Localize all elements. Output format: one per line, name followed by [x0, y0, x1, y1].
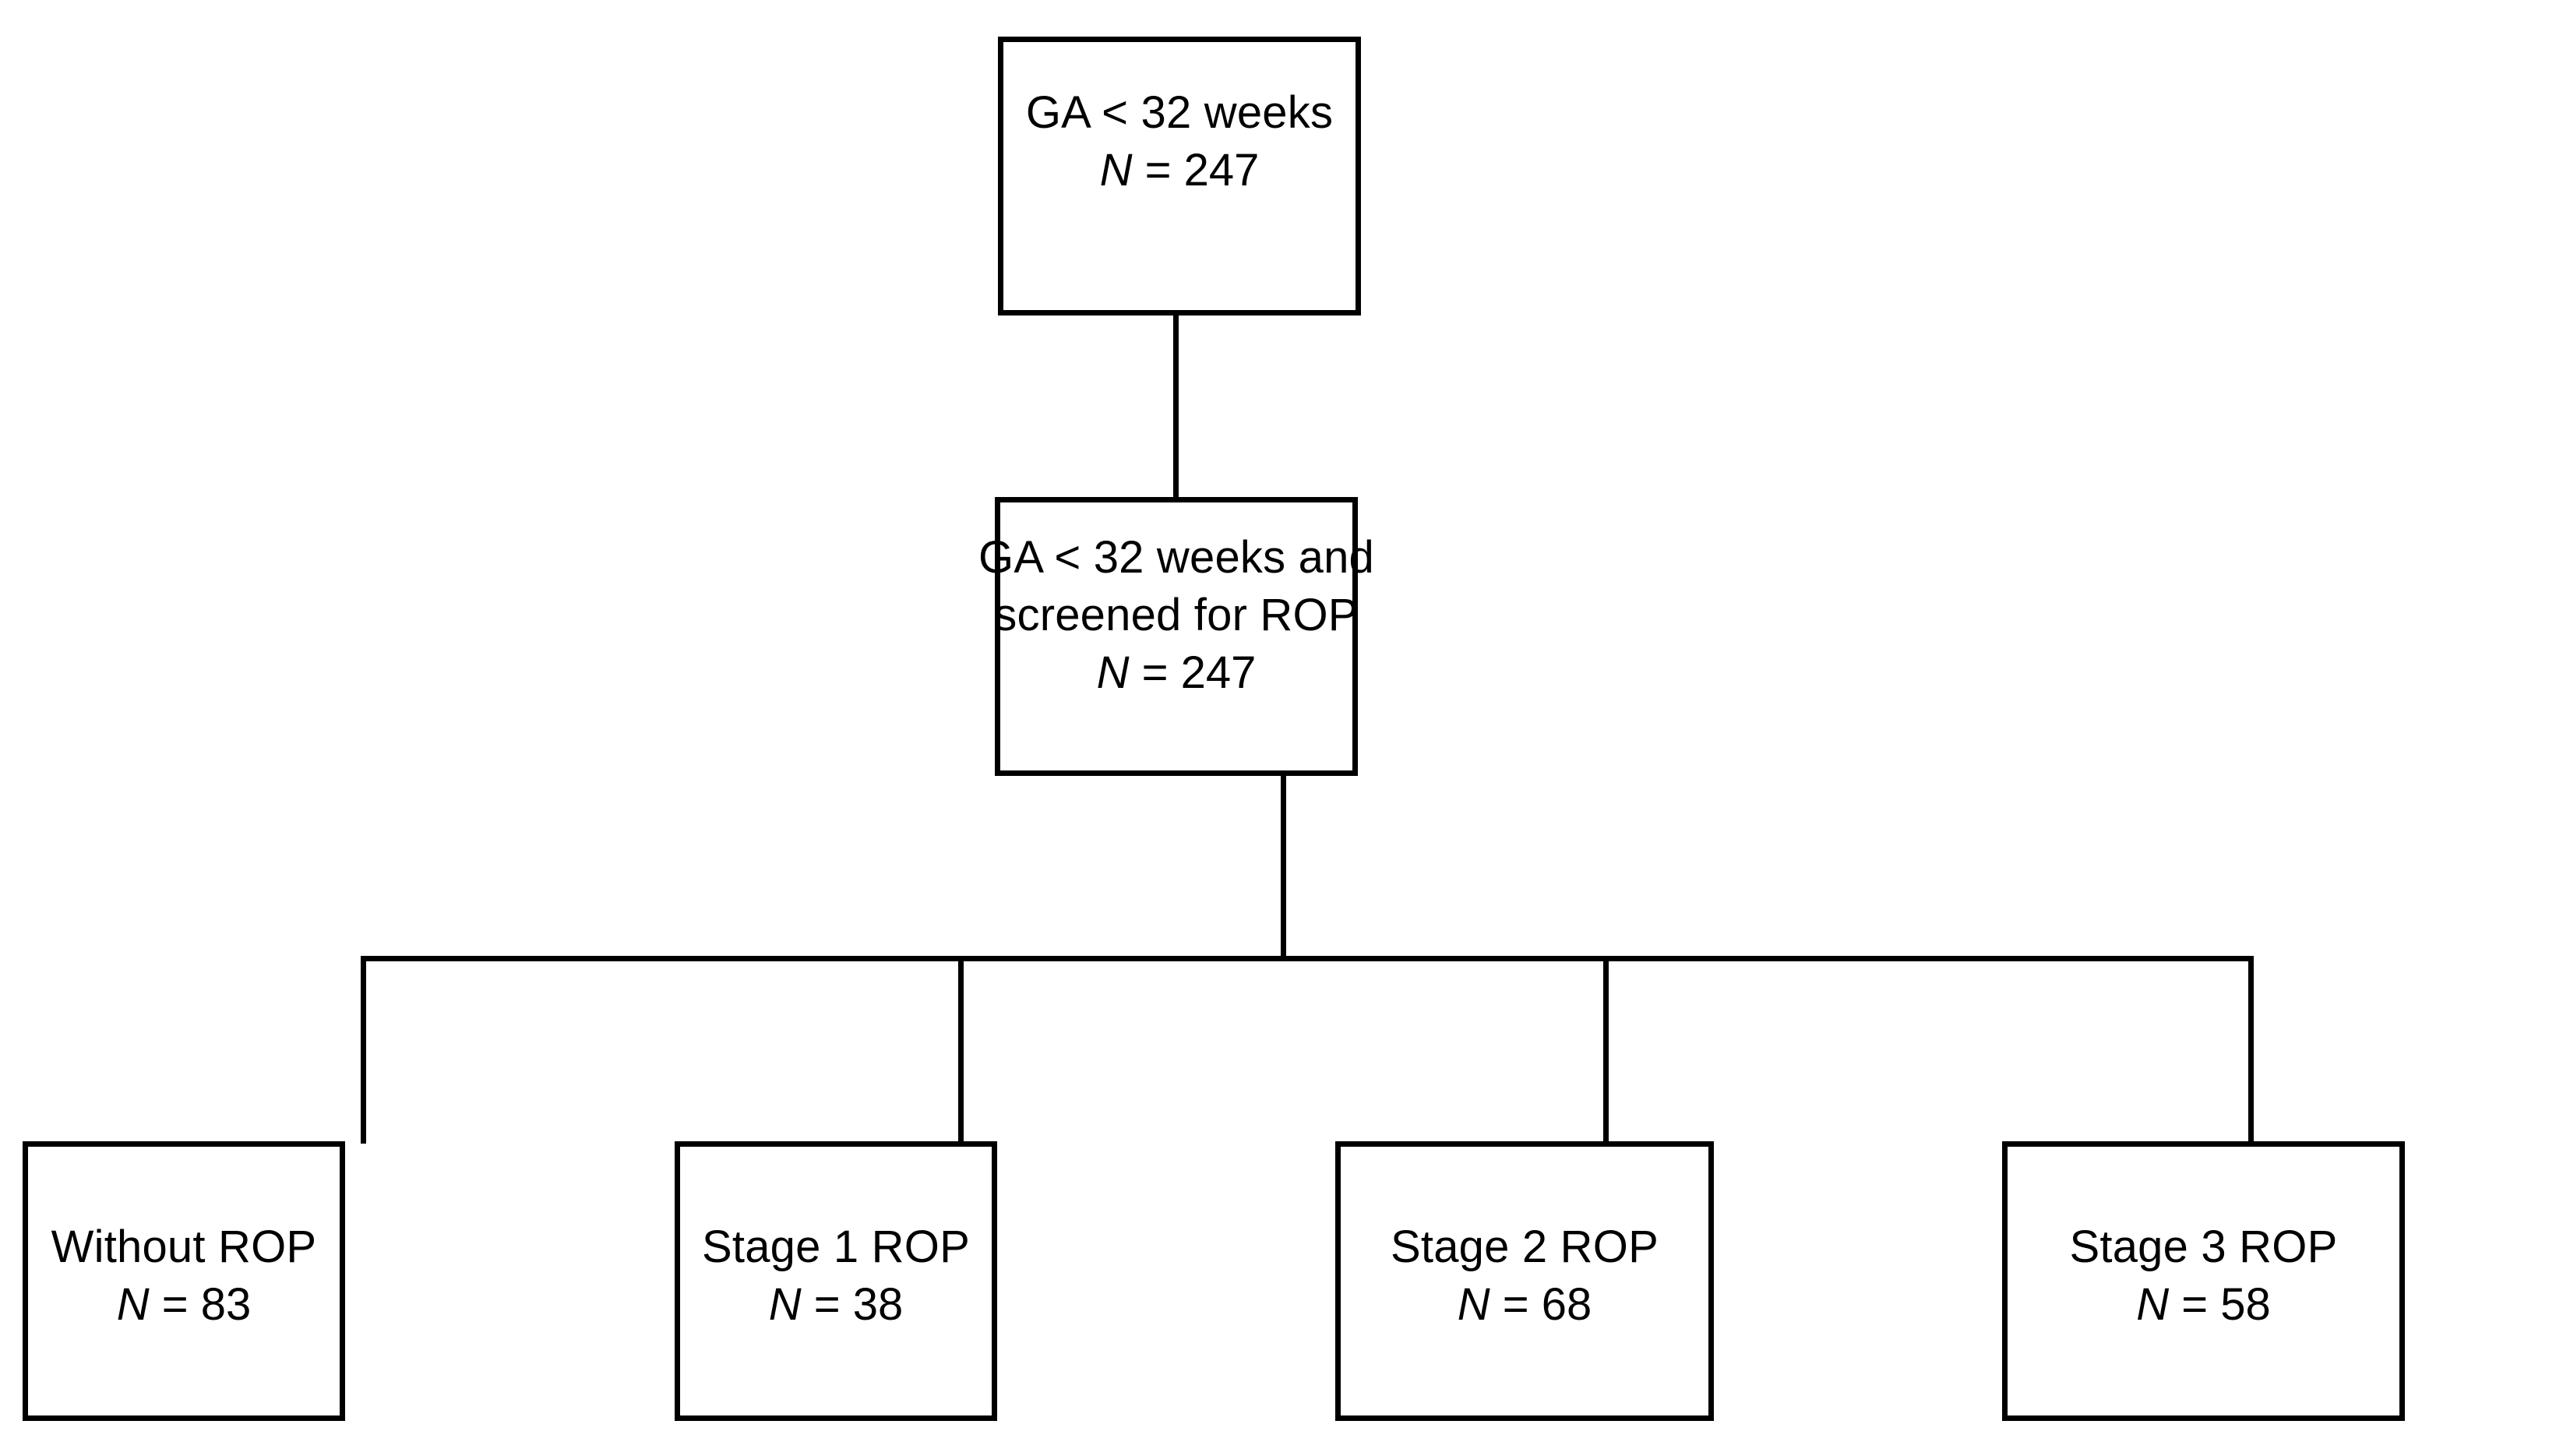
node-stage-2-rop: Stage 2 ROP N = 68	[1335, 1141, 1714, 1421]
node-stage-1-rop: Stage 1 ROP N = 38	[675, 1141, 997, 1421]
node-stage-3-rop: Stage 3 ROP N = 58	[2002, 1141, 2405, 1421]
node-count-symbol: N	[2136, 1279, 2170, 1331]
connector-drop-stage-2-rop	[1603, 956, 1609, 1144]
node-count-symbol: N	[116, 1279, 150, 1331]
connector-middle-to-bar	[1281, 776, 1286, 961]
node-label-line1: Stage 1 ROP	[702, 1222, 970, 1272]
node-count-symbol: N	[768, 1279, 802, 1331]
node-count: N = 247	[1097, 644, 1257, 702]
node-count-value: = 38	[801, 1279, 904, 1331]
node-count-symbol: N	[1099, 145, 1133, 196]
node-count-value: = 58	[2169, 1279, 2271, 1331]
node-label-line1: Stage 3 ROP	[2069, 1222, 2338, 1272]
node-count-symbol: N	[1096, 647, 1130, 699]
node-count: N = 58	[2136, 1276, 2271, 1334]
connector-drop-stage-3-rop	[2248, 956, 2254, 1144]
node-count: N = 68	[1458, 1276, 1592, 1334]
node-count: N = 247	[1100, 142, 1260, 199]
node-label-line1: Stage 2 ROP	[1391, 1222, 1659, 1272]
node-count-value: = 247	[1129, 647, 1257, 699]
node-label-line2: screened for ROP	[994, 590, 1359, 641]
connector-top-to-middle	[1173, 316, 1179, 499]
node-count: N = 38	[769, 1276, 904, 1334]
node-count-symbol: N	[1457, 1279, 1490, 1331]
connector-drop-stage-1-rop	[958, 956, 964, 1144]
node-label-line1: GA < 32 weeks and	[978, 532, 1375, 583]
node-label-line1: GA < 32 weeks	[1025, 87, 1334, 138]
node-count-value: = 68	[1490, 1279, 1592, 1331]
node-count-value: = 83	[149, 1279, 252, 1331]
node-ga-lt-32-weeks-screened: GA < 32 weeks and screened for ROP N = 2…	[978, 497, 1374, 776]
node-without-rop: Without ROP N = 83	[23, 1141, 345, 1421]
connector-drop-without-rop	[361, 956, 366, 1144]
node-count-value: = 247	[1132, 145, 1260, 196]
node-ga-lt-32-weeks: GA < 32 weeks N = 247	[998, 37, 1361, 316]
node-label-line1: Without ROP	[51, 1222, 317, 1272]
node-count: N = 83	[117, 1276, 252, 1334]
connector-distribution-bar	[361, 956, 2254, 961]
